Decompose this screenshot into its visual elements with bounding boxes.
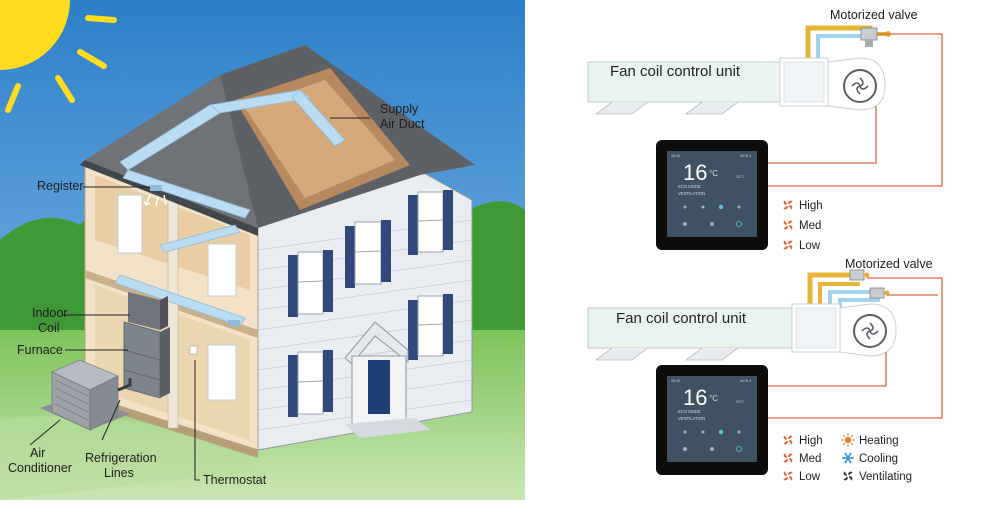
thermostat-unit-top: °C bbox=[709, 169, 718, 178]
thermostat-temp-top: 16 bbox=[683, 160, 707, 185]
legend-mode-heating: Heating bbox=[842, 434, 899, 448]
thermostat-button[interactable] bbox=[702, 206, 705, 209]
thermostat-bottom: 08:48 MON 4 16 °C 30°C ECO MODE VENTILAT… bbox=[656, 365, 768, 475]
thermostat-status-right-top: MON 4 bbox=[740, 154, 751, 158]
label-air-conditioner-1: Air bbox=[30, 446, 45, 460]
thermostat-button[interactable] bbox=[710, 447, 714, 451]
thermostat-temp-bottom: 16 bbox=[683, 385, 707, 410]
thermostat-status-right-bottom: MON 4 bbox=[740, 379, 751, 383]
thermostat-button[interactable] bbox=[684, 431, 687, 434]
label-refrigeration-lines-1: Refrigeration bbox=[85, 451, 157, 465]
house-hvac-illustration: Supply Air Duct Register Indoor Coil Fur… bbox=[0, 0, 525, 500]
legend-speed-low: Low bbox=[783, 471, 820, 483]
thermostat-button[interactable] bbox=[719, 430, 723, 434]
label-indoor-coil-1: Indoor bbox=[32, 306, 67, 320]
thermostat-mode-2-top: VENTILATION bbox=[678, 191, 705, 196]
thermostat-side-temp-top: 30°C bbox=[736, 175, 744, 179]
fan-coil-diagrams: Motorized valve bbox=[540, 0, 1000, 500]
legend-speed-med: Med bbox=[783, 453, 821, 465]
legend-speed-label: High bbox=[799, 435, 823, 447]
legend-mode-cooling: Cooling bbox=[842, 453, 898, 465]
thermostat-button[interactable] bbox=[702, 431, 705, 434]
label-fan-coil-unit-bottom: Fan coil control unit bbox=[616, 310, 747, 327]
label-register: Register bbox=[37, 179, 84, 193]
thermostat-unit-bottom: °C bbox=[709, 394, 718, 403]
fan-coil-diagram-bottom: Motorized valve bbox=[588, 257, 942, 483]
legend-mode-label: Cooling bbox=[859, 453, 898, 465]
fan-icon bbox=[783, 200, 792, 209]
thermostat-side-temp-bottom: 30°C bbox=[736, 400, 744, 404]
label-air-conditioner-2: Conditioner bbox=[8, 461, 72, 475]
label-fan-coil-unit-top: Fan coil control unit bbox=[610, 63, 741, 80]
thermostat-button[interactable] bbox=[683, 447, 687, 451]
thermostat-button[interactable] bbox=[710, 222, 714, 226]
thermostat-top: 08:48 MON 4 16 °C 30°C ECO MODE VENTILAT… bbox=[656, 140, 768, 250]
thermostat-button[interactable] bbox=[683, 222, 687, 226]
label-supply-air-duct-1: Supply bbox=[380, 102, 419, 116]
snowflake-icon bbox=[842, 453, 854, 463]
legend-speed-label: High bbox=[799, 200, 823, 212]
legend-speed-med: Med bbox=[783, 220, 821, 232]
label-motorized-valve-bottom: Motorized valve bbox=[845, 257, 933, 271]
thermostat-button[interactable] bbox=[684, 206, 687, 209]
thermostat-button[interactable] bbox=[738, 206, 741, 209]
thermostat-mode-1-top: ECO MODE bbox=[678, 184, 701, 189]
motorized-valve-top bbox=[861, 28, 891, 47]
label-furnace: Furnace bbox=[17, 343, 63, 357]
fan-coil-diagram-top: Motorized valve bbox=[588, 8, 942, 252]
legend-speed-label: Med bbox=[799, 453, 821, 465]
thermostat-button[interactable] bbox=[738, 431, 741, 434]
legend-speed-label: Low bbox=[799, 471, 821, 483]
thermostat-mode-1-bottom: ECO MODE bbox=[678, 409, 701, 414]
sun-icon bbox=[842, 434, 855, 447]
label-refrigeration-lines-2: Lines bbox=[104, 466, 134, 480]
thermostat-button[interactable] bbox=[719, 205, 723, 209]
legend-speed-high: High bbox=[783, 200, 822, 212]
label-motorized-valve-top: Motorized valve bbox=[830, 8, 918, 22]
legend-speed-high: High bbox=[783, 435, 822, 447]
label-supply-air-duct-2: Air Duct bbox=[380, 117, 425, 131]
thermostat-status-left-bottom: 08:48 bbox=[671, 379, 680, 383]
fan-icon bbox=[783, 435, 792, 444]
fan-icon bbox=[783, 220, 792, 229]
legend-speed-low: Low bbox=[783, 240, 820, 252]
label-thermostat: Thermostat bbox=[203, 473, 267, 487]
legend-mode-label: Ventilating bbox=[859, 471, 912, 483]
thermostat-status-left-top: 08:48 bbox=[671, 154, 680, 158]
legend-mode-label: Heating bbox=[859, 435, 899, 447]
legend-speed-label: Low bbox=[799, 240, 821, 252]
wall-thermostat bbox=[190, 346, 197, 354]
legend-mode-ventilating: Ventilating bbox=[843, 471, 912, 483]
fan-icon bbox=[843, 471, 852, 480]
fan-icon bbox=[783, 453, 792, 462]
legend-speed-label: Med bbox=[799, 220, 821, 232]
label-indoor-coil-2: Coil bbox=[38, 321, 60, 335]
thermostat-mode-2-bottom: VENTILATION bbox=[678, 416, 705, 421]
fan-icon bbox=[783, 471, 792, 480]
fan-icon bbox=[783, 240, 792, 249]
